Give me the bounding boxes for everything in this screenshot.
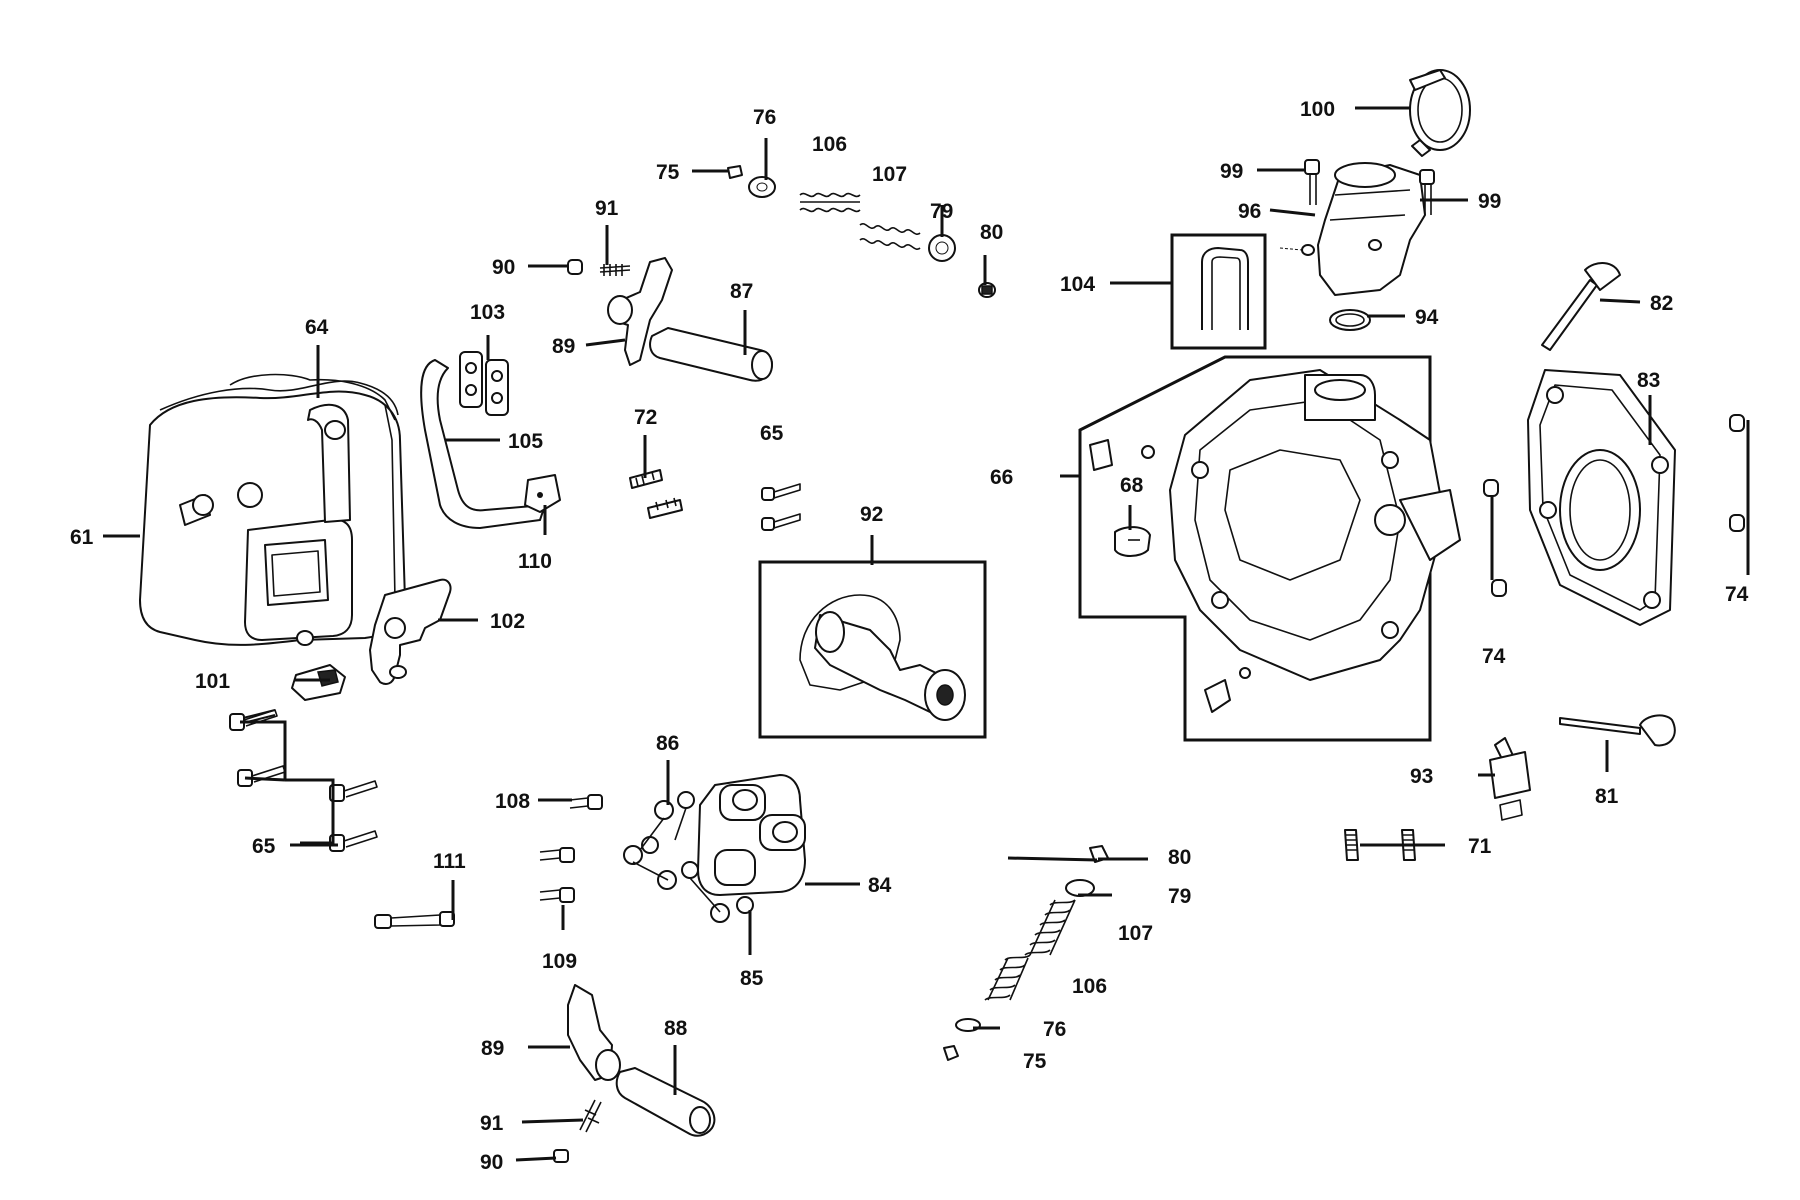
callout-94: 94 — [1415, 306, 1439, 329]
callout-76-top: 76 — [753, 106, 776, 129]
callout-81: 81 — [1595, 785, 1619, 808]
callout-106-bottom: 106 — [1072, 975, 1107, 998]
hose — [420, 359, 561, 529]
callout-96: 96 — [1238, 200, 1261, 223]
intake-manifold — [1279, 162, 1426, 296]
callout-92: 92 — [860, 503, 883, 526]
callout-84: 84 — [868, 874, 892, 897]
callout-89-bottom: 89 — [481, 1037, 504, 1060]
callout-71: 71 — [1468, 835, 1492, 858]
washers-nuts — [623, 791, 754, 923]
valve-81 — [1559, 714, 1676, 747]
callout-61: 61 — [70, 526, 94, 549]
callout-80-top: 80 — [980, 221, 1003, 244]
callout-105: 105 — [508, 430, 543, 453]
callout-106-top: 106 — [812, 133, 847, 156]
studs — [629, 469, 683, 519]
callout-65-top: 65 — [760, 422, 784, 445]
callout-99-right: 99 — [1478, 190, 1501, 213]
o-ring — [1329, 309, 1371, 331]
plates — [459, 351, 509, 416]
callout-88: 88 — [664, 1017, 688, 1040]
callout-102: 102 — [490, 610, 525, 633]
rocker-shaft-bottom — [615, 1067, 716, 1137]
valve-82 — [1541, 262, 1621, 351]
gasket-block — [291, 664, 346, 701]
callout-91-top: 91 — [595, 197, 619, 220]
adjuster-bottom — [553, 1099, 602, 1163]
valve-spring-set-top — [727, 165, 996, 298]
rocker-arm-bottom — [567, 984, 621, 1081]
callout-89-top: 89 — [552, 335, 575, 358]
callout-82: 82 — [1650, 292, 1673, 315]
callout-100: 100 — [1300, 98, 1335, 121]
valve-spring-set-bottom — [943, 845, 1109, 1061]
callout-74-left: 74 — [1482, 645, 1506, 668]
callout-107-bottom: 107 — [1118, 922, 1153, 945]
callout-111: 111 — [433, 850, 466, 873]
callout-93: 93 — [1410, 765, 1433, 788]
callout-labels: 61 64 65 65 66 68 71 72 74 74 75 75 76 7… — [70, 98, 1749, 1174]
callout-65-bottom: 65 — [252, 835, 276, 858]
camshaft — [758, 560, 987, 739]
callout-79-top: 79 — [930, 200, 953, 223]
callout-91-bottom: 91 — [480, 1112, 504, 1135]
sensor-93 — [1489, 737, 1531, 821]
dowels — [1483, 414, 1745, 597]
rocker-arm-top — [607, 257, 673, 366]
callout-101: 101 — [195, 670, 230, 693]
callout-109: 109 — [542, 950, 577, 973]
adjuster-top — [567, 259, 631, 276]
callout-76-bottom: 76 — [1043, 1018, 1066, 1041]
callout-85: 85 — [740, 967, 764, 990]
cylinder-head-cover — [139, 373, 406, 646]
plug-bolts — [374, 911, 455, 929]
head-gasket — [1527, 369, 1676, 626]
valve-guide — [1204, 667, 1251, 713]
callout-68: 68 — [1120, 474, 1144, 497]
callout-108: 108 — [495, 790, 530, 813]
callout-75-bottom: 75 — [1023, 1050, 1047, 1073]
cylinder-head — [1078, 355, 1461, 742]
callout-79-bottom: 79 — [1168, 885, 1191, 908]
small-bolts — [539, 794, 603, 903]
callout-90-bottom: 90 — [480, 1151, 503, 1174]
callout-72: 72 — [634, 406, 657, 429]
callout-103: 103 — [470, 301, 505, 324]
vacuum-tube — [1170, 233, 1267, 350]
callout-99-left: 99 — [1220, 160, 1243, 183]
callout-104: 104 — [1060, 273, 1095, 296]
callout-74-right: 74 — [1725, 583, 1749, 606]
manifold-bolts — [1304, 159, 1435, 215]
callout-87: 87 — [730, 280, 753, 303]
bolts-top — [761, 483, 801, 531]
callout-64: 64 — [305, 316, 329, 339]
leader-lines — [103, 106, 1750, 1162]
callout-75-top: 75 — [656, 161, 680, 184]
callout-80-bottom: 80 — [1168, 846, 1191, 869]
callout-107-top: 107 — [872, 163, 907, 186]
callout-66: 66 — [990, 466, 1013, 489]
breather-elbow — [369, 578, 452, 685]
rocker-holder — [697, 774, 806, 896]
plug-68 — [1089, 439, 1155, 557]
callout-86: 86 — [656, 732, 679, 755]
hose-clamp — [1409, 69, 1471, 157]
rocker-shaft-top — [649, 327, 773, 382]
callout-110: 110 — [518, 550, 552, 573]
callout-83: 83 — [1637, 369, 1660, 392]
callout-90-top: 90 — [492, 256, 515, 279]
